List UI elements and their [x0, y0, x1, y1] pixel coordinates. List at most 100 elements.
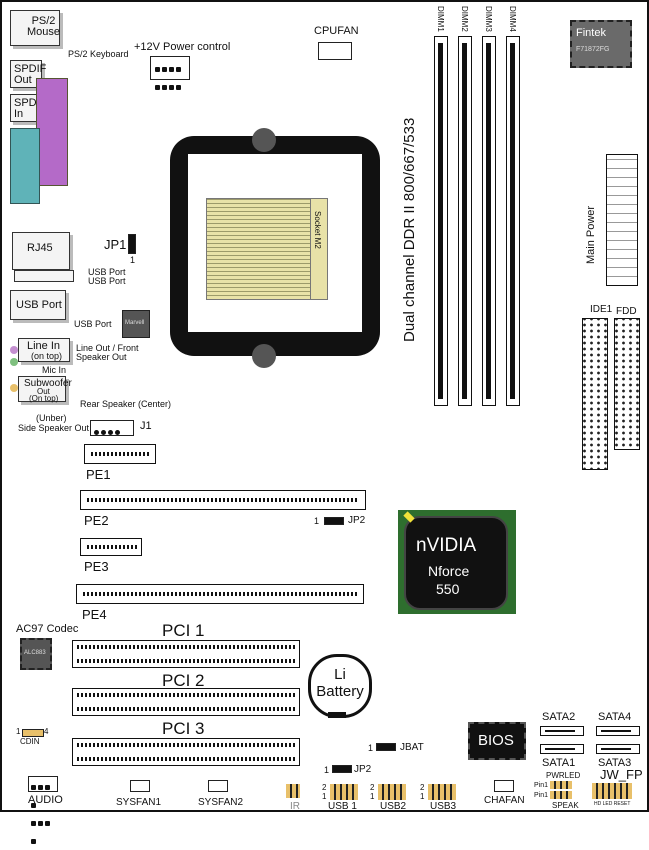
pin1-label-a: Pin1: [534, 782, 549, 789]
dimm1-label: DIMM1: [436, 6, 445, 32]
pin1-label-b: Pin1: [534, 792, 549, 799]
cdin-connector: [22, 729, 44, 737]
pe3-label: PE3: [84, 559, 109, 574]
power-control-connector: [150, 56, 190, 90]
subwoofer-out-label: Out: [37, 387, 50, 396]
pe4-slot: [76, 584, 364, 604]
chipset: nVIDIA Nforce 550: [404, 516, 508, 610]
ac97-chip: ALC883: [20, 638, 52, 670]
jw-fp-sublabel: HD LED RESET: [594, 801, 631, 807]
fintek-chip-label: F71872FG: [576, 46, 610, 53]
jp2-label: JP2: [348, 515, 366, 526]
j1-connector: [90, 420, 134, 436]
mic-in-label: Mic In: [42, 365, 67, 375]
bios-chip: BIOS: [468, 722, 526, 760]
speak-label: SPEAK: [552, 801, 579, 810]
battery-clip: [328, 712, 346, 718]
lpt1-port: [36, 78, 68, 186]
fdd-connector: [614, 318, 640, 450]
pci2-slot: [72, 688, 300, 716]
chipset-heatsink: nVIDIA Nforce 550: [398, 510, 516, 614]
ps2-mouse-port: PS/2 Mouse: [10, 10, 60, 46]
sysfan2-connector: [208, 780, 228, 792]
ir-label: IR: [290, 801, 300, 812]
pin-mark-jp2-1: 1: [324, 765, 330, 775]
ps2-keyboard-label: PS/2 Keyboard: [68, 49, 129, 59]
pci3-label: PCI 3: [162, 719, 205, 738]
cdin-pin1-label: 1: [16, 727, 21, 736]
speak-header: [550, 791, 572, 799]
jp2-pin-label: 1: [314, 516, 320, 526]
sata3-port: [596, 744, 640, 754]
pin-mark-usb3-1: 1: [420, 792, 425, 801]
jw-fp-label: JW_FP: [600, 767, 643, 782]
rj45-label: RJ45: [27, 242, 53, 254]
jp2-bottom-jumper: [332, 765, 352, 773]
pci3-slot: [72, 738, 300, 766]
usb1-label: USB 1: [328, 801, 357, 812]
spdif-out-port: SPDIF Out: [10, 60, 46, 88]
sysfan1-label: SYSFAN1: [116, 797, 162, 808]
subwoofer-on-top-label: (On top): [29, 394, 59, 403]
com1-port: [10, 128, 40, 204]
ps2-mouse-label: PS/2 Mouse: [27, 15, 61, 38]
line-in-jack: Line In (on top): [18, 338, 70, 362]
line-out-front-label: Line Out / Front: [76, 343, 139, 353]
speaker-out-label: Speaker Out: [76, 352, 127, 362]
jbat-label: JBAT: [400, 742, 424, 753]
pin-mark-usb2-2: 2: [370, 783, 375, 792]
line-in-on-top-label: (on top): [31, 351, 63, 361]
usb-port-label-1: USB Port: [88, 267, 126, 277]
line-in-label: Line In: [27, 340, 61, 352]
ir-header: [286, 784, 300, 798]
sysfan2-label: SYSFAN2: [198, 797, 244, 808]
dimm1-slot: [434, 36, 448, 406]
sata4-port: [596, 726, 640, 736]
marvell-chip: Marvell: [122, 310, 150, 338]
sata1-label: SATA1: [542, 757, 576, 769]
spdif-out-label: SPDIF Out: [14, 63, 47, 86]
fdd-label: FDD: [616, 306, 637, 317]
subwoofer-label: Subwoofer: [24, 378, 72, 389]
chafan-connector: [494, 780, 514, 792]
chipset-number: 550: [436, 581, 460, 597]
main-power-label: Main Power: [585, 205, 597, 264]
dimm4-slot: [506, 36, 520, 406]
jbat-pin-label: 1: [368, 743, 374, 753]
jp2-jumper: [324, 517, 344, 525]
audio-header: [28, 776, 58, 844]
cpu-frame-knob-bottom: [252, 344, 276, 368]
usb3-header: [428, 784, 456, 800]
sata4-label: SATA4: [598, 711, 632, 723]
spdif-in-label: SPDIF In: [14, 97, 47, 120]
usb-port-box-label: USB Port: [16, 299, 62, 311]
cpu-socket: [206, 198, 328, 300]
sysfan1-connector: [130, 780, 150, 792]
pci2-label: PCI 2: [162, 671, 205, 690]
audio-label: AUDIO: [28, 794, 63, 806]
fintek-label: Fintek: [576, 27, 606, 39]
chipset-model: Nforce: [428, 563, 470, 579]
fintek-chip: Fintek F71872FG: [570, 20, 632, 68]
usb-port-box: USB Port: [10, 290, 66, 320]
pin-mark-usb1-2: 2: [322, 783, 327, 792]
j1-label: J1: [140, 420, 152, 432]
pin-mark-usb1-1: 1: [322, 792, 327, 801]
pe2-slot: [80, 490, 366, 510]
jw-fp-header: [592, 783, 632, 799]
socket-label: Socket M2: [313, 211, 322, 249]
battery: Li Battery: [308, 654, 372, 718]
dimm2-slot: [458, 36, 472, 406]
rear-speaker-label: Rear Speaker (Center): [80, 399, 172, 409]
jp2-bottom-label: JP2: [354, 764, 372, 775]
pe2-label: PE2: [84, 513, 109, 528]
pwrled-label: PWRLED: [546, 771, 581, 780]
dimm2-label: DIMM2: [460, 6, 469, 32]
usb1-header: [330, 784, 358, 800]
pwrled-header: [550, 781, 572, 789]
ide1-connector: [582, 318, 608, 470]
usb2-label: USB2: [380, 801, 407, 812]
jp1-jumper: [128, 234, 136, 254]
chafan-label: CHAFAN: [484, 795, 525, 806]
